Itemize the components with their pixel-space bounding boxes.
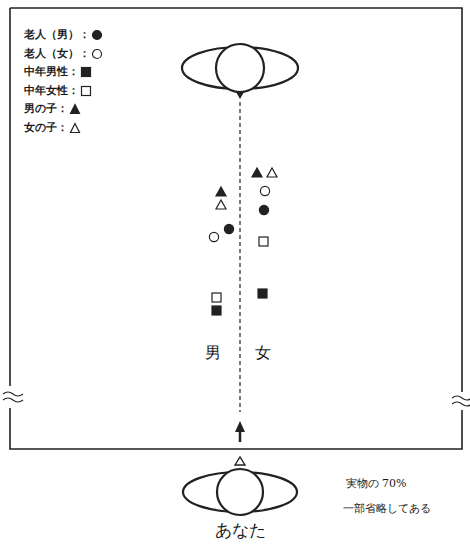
legend-row: 男の子： <box>24 100 103 119</box>
legend-row: 老人（女）： <box>24 45 103 64</box>
legend-row: 中年女性： <box>24 82 103 101</box>
side-label: 男 <box>205 343 221 364</box>
viewer-figure: あなた <box>174 456 306 540</box>
break-mark <box>452 396 470 406</box>
legend-symbol <box>91 29 103 41</box>
side-label: 女 <box>255 343 271 364</box>
legend-text: 男の子： <box>24 102 68 116</box>
legend-symbol <box>69 103 81 115</box>
room-border <box>9 8 11 386</box>
legend-symbol <box>69 122 81 134</box>
legend-row: 女の子： <box>24 119 103 138</box>
person-figure <box>178 456 302 520</box>
legend-text: 中年男性： <box>24 65 79 79</box>
seat-symbols <box>209 168 277 315</box>
legend-text: 老人（女）： <box>24 47 90 61</box>
note-text: 実物の 70% <box>346 476 407 491</box>
legend-row: 老人（男）： <box>24 26 103 45</box>
direction-arrow <box>235 421 245 442</box>
person-figure <box>182 44 298 99</box>
center-line <box>239 102 240 412</box>
room-border <box>10 8 462 392</box>
legend-text: 女の子： <box>24 121 68 135</box>
legend: 老人（男）： 老人（女）： 中年男性： 中年女性： 男の子： 女の子： <box>24 26 103 137</box>
break-mark <box>3 392 23 402</box>
note-text: 一部省略してある <box>343 501 431 516</box>
legend-symbol <box>91 48 103 60</box>
room-border <box>10 408 462 449</box>
legend-row: 中年男性： <box>24 63 103 82</box>
figure-label: あなた <box>174 520 306 540</box>
legend-symbol <box>80 85 92 97</box>
legend-symbol <box>80 66 92 78</box>
legend-text: 老人（男）： <box>24 28 90 42</box>
legend-text: 中年女性： <box>24 84 79 98</box>
